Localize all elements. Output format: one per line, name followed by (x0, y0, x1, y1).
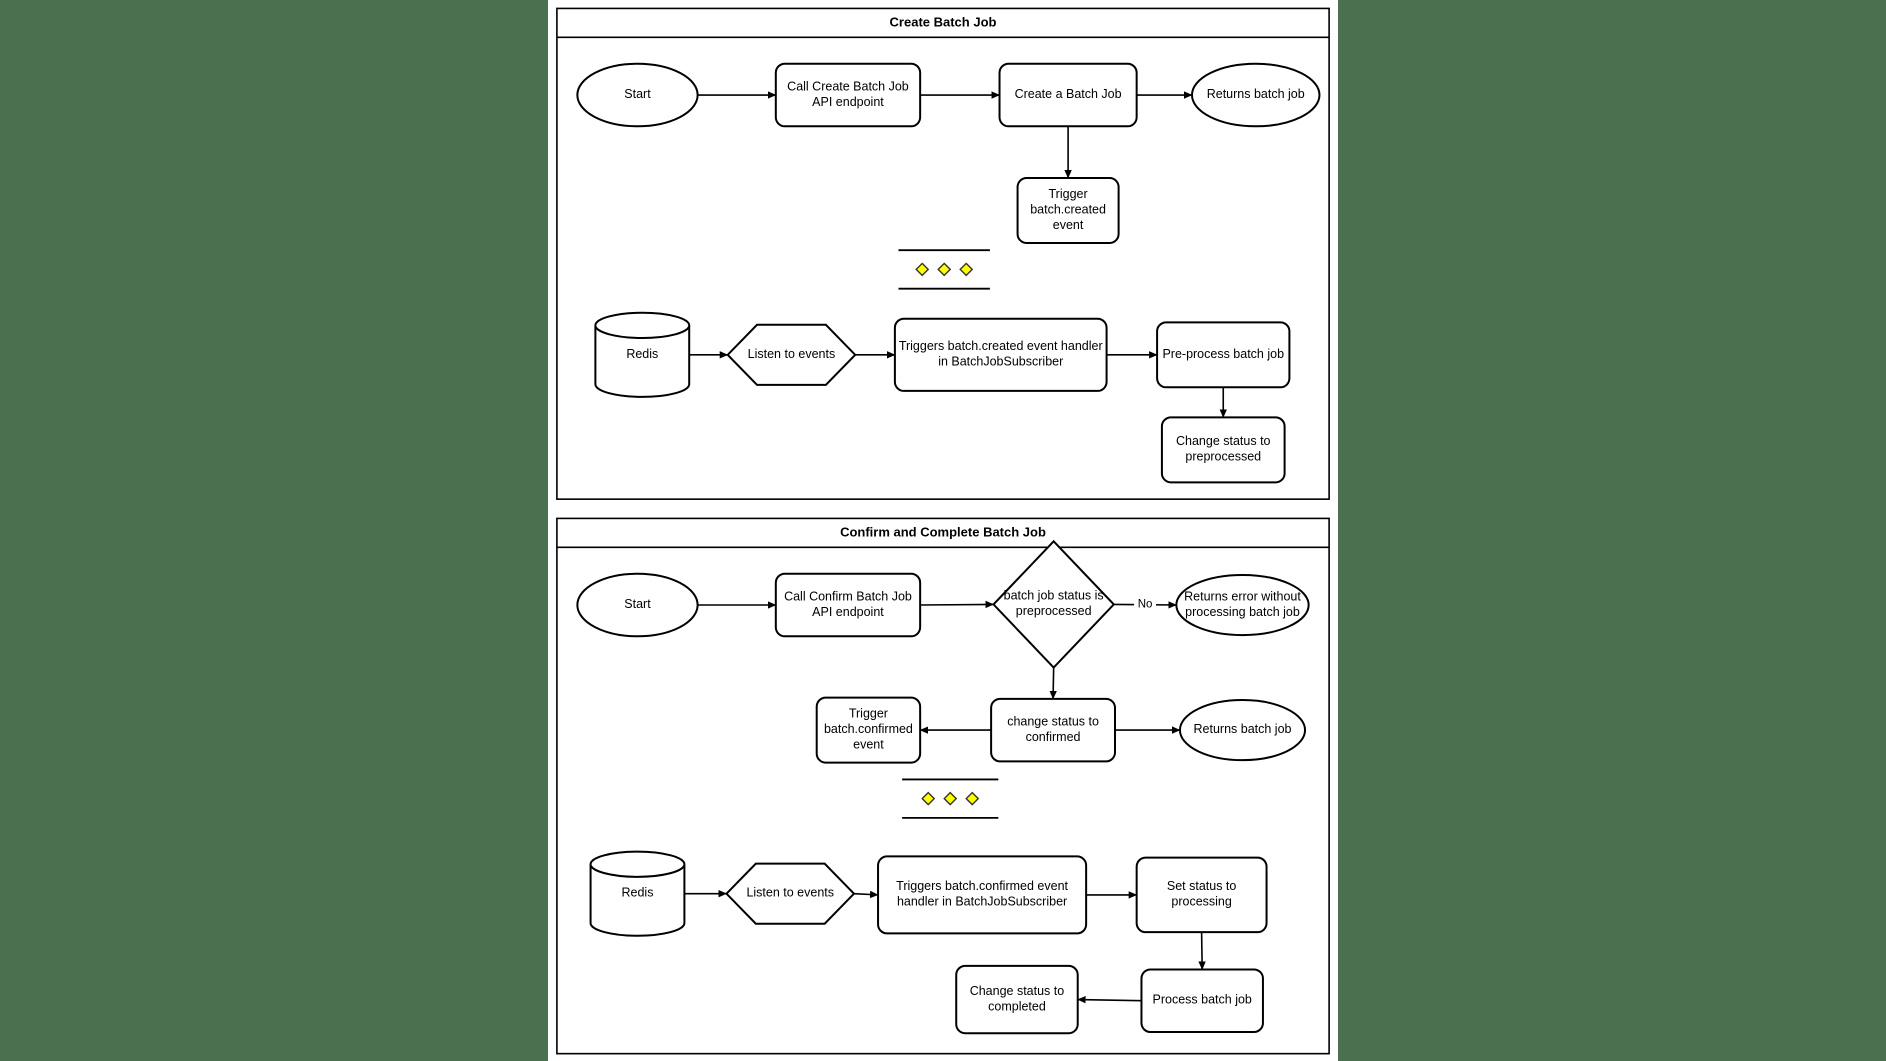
start-node-label: Start (624, 597, 651, 611)
edge-decision-to-change-confirmed (1049, 667, 1057, 700)
returns-batch-job-node-label: Returns batch job (1194, 722, 1292, 736)
create-a-batch-job-node-label: Create a Batch Job (1015, 87, 1122, 101)
edge-decision-to-error: No (1113, 596, 1177, 613)
call-create-batch-job-api-node-shape (774, 62, 922, 128)
change-status-completed-node-shape (955, 964, 1079, 1035)
start-node[interactable]: Start (576, 572, 699, 638)
returns-batch-job-node[interactable]: Returns batch job (1178, 699, 1307, 762)
returns-batch-job-node[interactable]: Returns batch job (1190, 62, 1321, 128)
batch-created-handler-node-shape (893, 317, 1108, 392)
edge-process-to-completed (1077, 995, 1142, 1004)
process-batch-job-node-label: Process batch job (1153, 993, 1252, 1007)
edge-decision-to-change-confirmed-line (1049, 667, 1057, 700)
section-separator-diamond-icon (915, 262, 930, 277)
change-status-preprocessed-node-shape (1160, 416, 1286, 484)
section-separator (898, 249, 990, 290)
section-separator-diamond-icon (937, 262, 952, 277)
edge-decision-to-error-label: No (1138, 599, 1153, 611)
edge-listen-to-handler-line (853, 890, 879, 899)
section-separator-diamond-icon (921, 791, 936, 806)
start-node-shape (576, 572, 699, 638)
edge-listen-to-handler (853, 890, 879, 899)
pre-process-batch-job-node[interactable]: Pre-process batch job (1156, 321, 1291, 389)
call-confirm-batch-job-api-node-shape (774, 572, 922, 638)
returns-batch-job-node-label: Returns batch job (1207, 87, 1305, 101)
returns-batch-job-node-shape (1190, 62, 1321, 128)
returns-error-node-shape (1175, 573, 1310, 637)
listen-to-events-node-shape (726, 323, 857, 386)
panel-title-confirm-and-complete-batch-job: Confirm and Complete Batch Job (840, 524, 1046, 539)
start-node-label: Start (624, 87, 651, 101)
batch-job-status-decision-node-shape (992, 539, 1116, 670)
process-batch-job-node-shape (1140, 968, 1264, 1034)
process-batch-job-node[interactable]: Process batch job (1140, 968, 1264, 1034)
section-separator (902, 778, 999, 819)
redis-datastore-node-top-arc (589, 864, 686, 878)
edge-decision-to-error-label-bg (1134, 596, 1157, 613)
edge-set-processing-to-process (1198, 932, 1206, 970)
start-node-shape (576, 62, 699, 128)
redis-datastore-node[interactable]: Redis (594, 311, 691, 398)
change-status-confirmed-node-shape (990, 697, 1117, 763)
redis-datastore-node[interactable]: Redis (589, 850, 686, 937)
batch-confirmed-handler-node-shape (877, 855, 1088, 935)
redis-datastore-node-label: Redis (626, 347, 658, 361)
listen-to-events-node-shape (725, 862, 856, 925)
section-separator-diamond-icon (959, 262, 974, 277)
listen-to-events-node[interactable]: Listen to events (725, 862, 856, 925)
start-node[interactable]: Start (576, 62, 699, 128)
trigger-batch-confirmed-event-node-shape (815, 696, 922, 764)
section-separator-diamond-icon (965, 791, 980, 806)
create-a-batch-job-node-shape (998, 62, 1138, 128)
edge-call-api-to-decision (920, 600, 995, 609)
pre-process-batch-job-node-label: Pre-process batch job (1162, 347, 1284, 361)
section-separator-diamond-icon (943, 791, 958, 806)
edge-set-processing-to-process-line (1198, 932, 1206, 970)
edge-call-api-to-decision-line (920, 600, 995, 609)
set-status-processing-node-shape (1135, 856, 1268, 934)
listen-to-events-node[interactable]: Listen to events (726, 323, 857, 386)
returns-batch-job-node-shape (1178, 699, 1307, 762)
listen-to-events-node-label: Listen to events (746, 886, 834, 900)
trigger-batch-created-event-node-shape (1016, 177, 1120, 244)
redis-datastore-node-top-arc (594, 325, 691, 339)
panel-title-create-batch-job: Create Batch Job (890, 14, 997, 29)
pre-process-batch-job-node-shape (1156, 321, 1291, 389)
edge-process-to-completed-line (1077, 995, 1142, 1004)
listen-to-events-node-label: Listen to events (748, 347, 836, 361)
redis-datastore-node-label: Redis (622, 886, 654, 900)
create-a-batch-job-node[interactable]: Create a Batch Job (998, 62, 1138, 128)
